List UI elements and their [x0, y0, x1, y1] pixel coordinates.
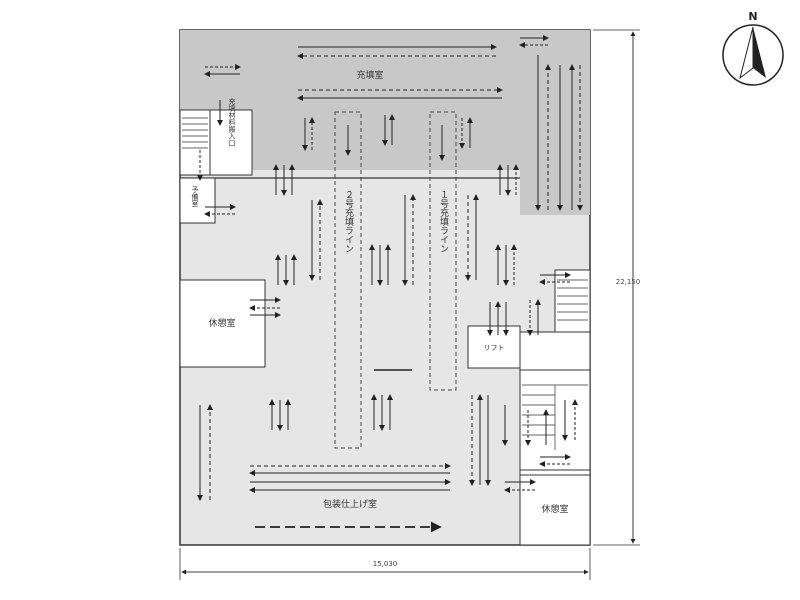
filling-room-area	[180, 30, 520, 170]
height-dimension-label: 22,150	[616, 278, 641, 286]
line2-label: ２号充填ライン	[343, 190, 354, 253]
filling-line-2	[334, 111, 362, 449]
width-dimension-label: 15,030	[373, 560, 398, 568]
lift	[467, 325, 521, 369]
material-entrance-label: 充填材料搬入口	[228, 97, 236, 147]
flow-arrows	[197, 35, 583, 533]
line1-label: １号充填ライン	[438, 190, 449, 253]
lift-label: リフト	[484, 344, 505, 352]
stair-right-upper	[554, 269, 591, 333]
north-arrow-icon	[722, 24, 784, 86]
storage-label: 予備室	[191, 186, 199, 207]
filling-room-right-column	[520, 30, 590, 215]
dimension-height	[593, 29, 640, 546]
dimension-width	[179, 548, 591, 580]
north-label: N	[748, 10, 757, 23]
rest-room-left	[179, 279, 266, 368]
rest-room-right	[519, 474, 591, 546]
rest-room-left-label: 休憩室	[208, 317, 235, 329]
stair-top-left	[179, 109, 211, 176]
filling-line-1	[429, 111, 457, 391]
rest-room-right-label: 休憩室	[541, 503, 568, 515]
filling-room-label: 充填室	[356, 69, 383, 81]
packing-room-label: 包装仕上げ室	[323, 498, 377, 510]
